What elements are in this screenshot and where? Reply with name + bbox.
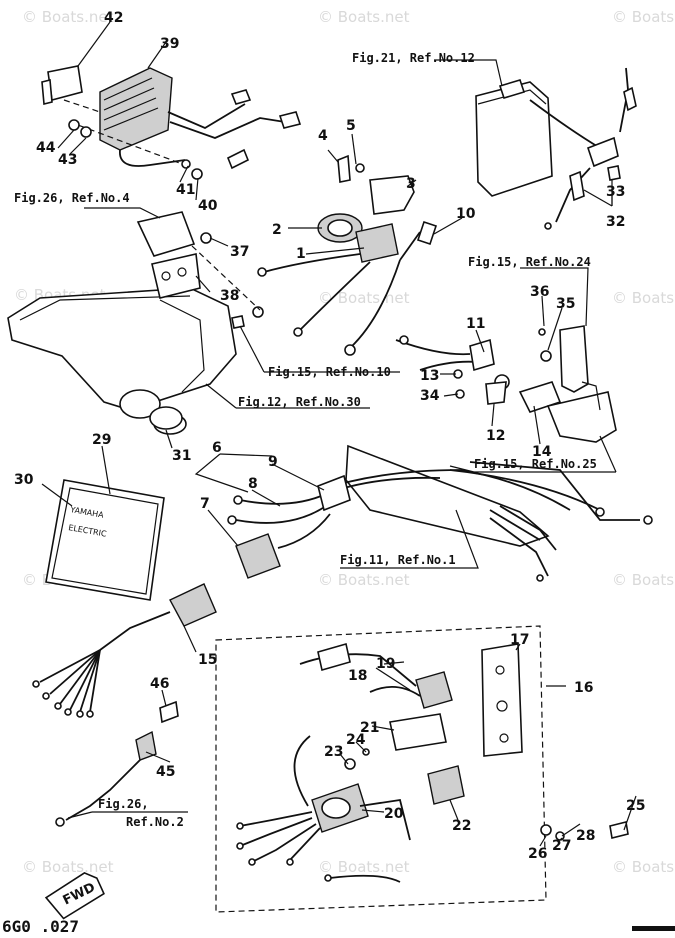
part-number: 8 — [248, 476, 258, 492]
part-number: 27 — [552, 838, 571, 854]
part-number: 45 — [156, 764, 175, 780]
part-number: 9 — [268, 454, 278, 470]
ref-fig11-ref1: Fig.11, Ref.No.1 — [340, 553, 456, 567]
part-number: 2 — [272, 222, 282, 238]
watermark: © Boats.net — [318, 8, 410, 26]
part-number: 5 — [346, 118, 356, 134]
switch-assembly — [395, 335, 510, 405]
ref-fig15-ref25: Fig.15, Ref.No.25 — [474, 457, 597, 471]
part-number: 1 — [296, 246, 306, 262]
lever-bracket — [518, 325, 617, 443]
part-number: 20 — [384, 806, 404, 822]
fwd-arrow: FWD — [44, 872, 105, 920]
leader-lines — [41, 21, 637, 847]
part-number: 44 — [36, 140, 56, 156]
ref-fig26-ref4: Fig.26, Ref.No.4 — [14, 191, 130, 205]
watermark: © Boats.net — [612, 8, 675, 26]
main-lead — [32, 583, 217, 718]
watermark: © Boats.net — [612, 571, 675, 589]
switch-panel-box — [215, 625, 629, 913]
part-number: 42 — [104, 10, 123, 26]
part-number: 12 — [486, 428, 505, 444]
bottom-cowling — [7, 211, 264, 435]
ref-fig15-ref10: Fig.15, Ref.No.10 — [268, 365, 391, 379]
figure-references: Fig.21, Ref.No.12 Fig.26, Ref.No.4 Fig.1… — [14, 51, 597, 829]
part-number: 14 — [532, 444, 552, 460]
part-number: 34 — [420, 388, 440, 404]
ref-fig21-ref12: Fig.21, Ref.No.12 — [352, 51, 475, 65]
watermark: © Boats.net — [318, 571, 410, 589]
part-number: 29 — [92, 432, 111, 448]
part-number: 38 — [220, 288, 239, 304]
wire-harness — [227, 444, 653, 582]
watermark: © Boats.net — [318, 858, 410, 876]
watermark: © Boats.net — [22, 8, 114, 26]
rectifier-assembly — [41, 65, 302, 180]
ref-fig26: Fig.26, — [98, 797, 149, 811]
part-number: 46 — [150, 676, 169, 692]
part-number-labels: 42 39 44 43 41 40 4 5 3 2 1 10 33 32 37 … — [14, 10, 645, 862]
part-number: 37 — [230, 244, 249, 260]
ref-fig15-ref24: Fig.15, Ref.No.24 — [468, 255, 591, 269]
part-number: 6 — [212, 440, 222, 456]
part-number: 24 — [346, 732, 366, 748]
corner-mark — [632, 926, 675, 931]
part-number: 39 — [160, 36, 179, 52]
part-number: 43 — [58, 152, 77, 168]
part-number: 15 — [198, 652, 217, 668]
remote-control-cover: YAMAHA ELECTRIC — [45, 406, 183, 601]
part-number: 18 — [348, 668, 367, 684]
watermark: © Boats.net — [612, 289, 675, 307]
part-number: 17 — [510, 632, 529, 648]
part-number: 22 — [452, 818, 471, 834]
part-number: 23 — [324, 744, 343, 760]
part-number: 4 — [318, 128, 328, 144]
part-number: 21 — [360, 720, 379, 736]
ref-fig12-ref30: Fig.12, Ref.No.30 — [238, 395, 361, 409]
battery-box — [475, 67, 637, 230]
part-number: 26 — [528, 846, 547, 862]
part-number: 10 — [456, 206, 476, 222]
part-number: 41 — [176, 182, 195, 198]
warning-lamp — [55, 700, 179, 827]
part-number: 40 — [198, 198, 218, 214]
part-number: 11 — [466, 316, 485, 332]
part-number: 28 — [576, 828, 595, 844]
part-number: 33 — [606, 184, 625, 200]
diagram-code: 6G0 .027 — [2, 917, 79, 936]
part-number: 25 — [626, 798, 645, 814]
part-number: 7 — [200, 496, 210, 512]
part-number: 32 — [606, 214, 625, 230]
ref-fig26-ref2: Ref.No.2 — [126, 815, 184, 829]
part-number: 16 — [574, 680, 593, 696]
part-number: 35 — [556, 296, 575, 312]
part-number: 19 — [376, 656, 395, 672]
part-number: 3 — [406, 176, 416, 192]
part-number: 13 — [420, 368, 439, 384]
part-number: 30 — [14, 472, 34, 488]
watermark: © Boats.net — [22, 858, 114, 876]
part-number: 36 — [530, 284, 549, 300]
part-number: 31 — [172, 448, 191, 464]
watermark: © Boats.net — [612, 858, 675, 876]
starter-relay-assembly — [257, 154, 438, 356]
